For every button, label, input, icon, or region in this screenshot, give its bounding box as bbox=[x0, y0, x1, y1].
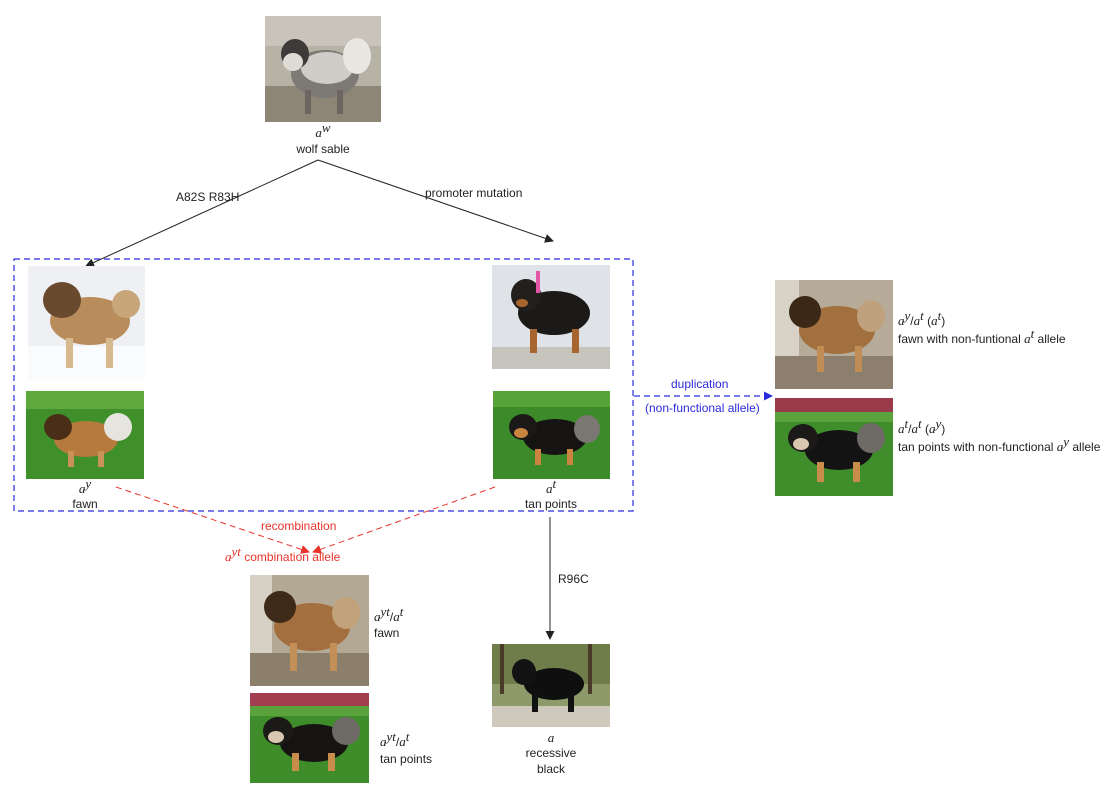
r96c-label: R96C bbox=[558, 572, 589, 586]
dup-tan-genotype: at/at (ay) bbox=[898, 416, 946, 436]
dashed-group-box bbox=[13, 258, 634, 512]
recombination-label: recombination bbox=[261, 519, 337, 533]
combo-fawn-photo bbox=[250, 575, 369, 686]
fawn-grass-photo bbox=[26, 391, 144, 479]
dup-fawn-description: fawn with non-funtional at allele bbox=[898, 326, 1066, 346]
mutation-label-a82s: A82S R83H bbox=[176, 190, 240, 204]
dup-fawn-photo bbox=[775, 280, 893, 389]
fawn-label: fawn bbox=[72, 497, 98, 511]
tan-points-standing-photo bbox=[492, 265, 610, 369]
mutation-label-promoter: promoter mutation bbox=[425, 186, 523, 200]
tan-points-label: tan points bbox=[524, 497, 578, 511]
recessive-allele: a bbox=[547, 730, 555, 745]
combo-fawn-label: fawn bbox=[374, 626, 400, 640]
tan-points-grass-photo bbox=[493, 391, 610, 479]
wolf-sable-photo bbox=[265, 16, 381, 122]
fawn-allele: ay bbox=[78, 476, 92, 496]
recessive-label-2: black bbox=[536, 762, 566, 776]
arrow-to-tan bbox=[317, 159, 554, 243]
dup-tan-description: tan points with non-functional ay allele bbox=[898, 434, 1101, 454]
recombination-line-left bbox=[115, 486, 310, 554]
duplication-label: duplication bbox=[671, 377, 729, 391]
arrow-to-fawn bbox=[85, 159, 319, 267]
combo-tan-label: tan points bbox=[380, 752, 433, 766]
wolf-sable-allele: aw bbox=[315, 120, 331, 140]
combo-tan-genotype: ayt/at bbox=[380, 729, 410, 749]
dup-tan-photo bbox=[775, 398, 893, 496]
combination-allele-label: ayt combination allele bbox=[225, 544, 341, 564]
tan-points-allele: at bbox=[545, 476, 557, 496]
recessive-label-1: recessive bbox=[525, 746, 577, 760]
dup-fawn-genotype: ay/at (at) bbox=[898, 308, 946, 328]
non-functional-allele-label: (non-functional allele) bbox=[645, 401, 760, 415]
fawn-snow-photo bbox=[28, 266, 145, 381]
recessive-black-photo bbox=[492, 644, 610, 727]
wolf-sable-label: wolf sable bbox=[296, 142, 350, 156]
recombination-line-right bbox=[312, 486, 496, 554]
combo-tan-photo bbox=[250, 693, 369, 783]
combo-fawn-genotype: ayt/at bbox=[374, 604, 404, 624]
